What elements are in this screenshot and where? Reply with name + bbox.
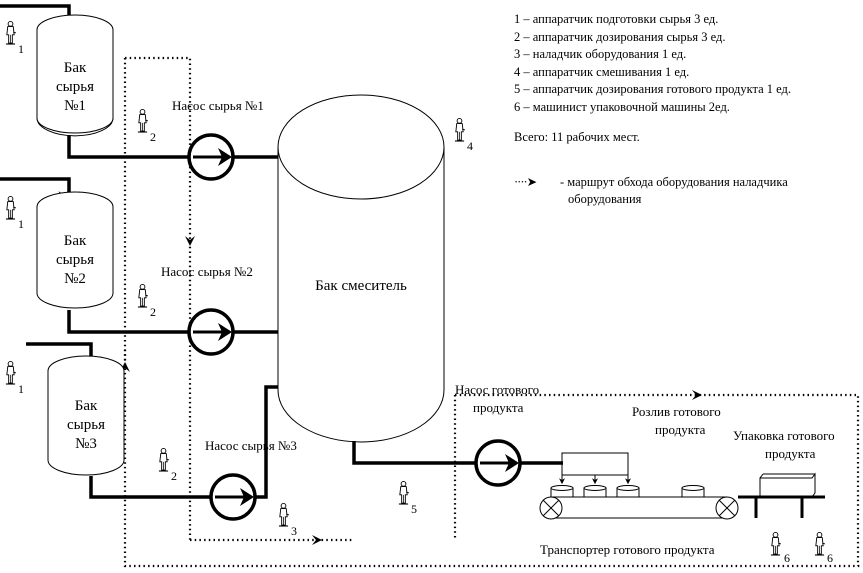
legend-item: 6 – машинист упаковочной машины 2ед. (514, 99, 730, 114)
raw-pump-2-label: Насос сырья №2 (161, 264, 253, 279)
worker-2b: 2 (137, 283, 156, 319)
route-arrow-icon (692, 390, 702, 400)
pipe-tank1-mixer (67, 135, 278, 159)
worker-1b: 1 (5, 195, 24, 231)
tank-2-label-1: Бак (64, 233, 87, 249)
roller-icon (539, 496, 563, 520)
worker-2c: 2 (158, 447, 177, 483)
worker-icon (5, 360, 16, 385)
pipe-tank2-mixer (67, 310, 278, 334)
svg-text:4: 4 (467, 139, 473, 153)
worker-icon (278, 502, 289, 527)
pipe-tank3-mixer (89, 385, 278, 499)
worker-4: 4 (454, 117, 473, 153)
worker-5: 5 (398, 480, 417, 516)
packing-label-2: продукта (765, 446, 816, 461)
tank-3-label-1: Бак (75, 398, 98, 414)
worker-2a: 2 (137, 108, 156, 144)
legend-item: 1 – аппаратчик подготовки сырья 3 ед. (514, 12, 719, 26)
legend-route-text-2: оборудования (568, 192, 642, 206)
product-pump (474, 439, 522, 487)
product-container (550, 485, 574, 498)
svg-text:5: 5 (411, 502, 417, 516)
filling-manifold (559, 452, 631, 485)
mixer-tank: Бак смеситель (277, 94, 445, 443)
filling-label-2: продукта (655, 422, 706, 437)
mixer-label: Бак смеситель (315, 278, 407, 294)
raw-tank-3: Бак сырья №3 (26, 342, 125, 476)
legend-total: Всего: 11 рабочих мест. (514, 130, 640, 144)
tank-1-label-2: сырья (56, 79, 94, 95)
flow-arrow-icon (218, 323, 232, 341)
svg-text:2: 2 (150, 130, 156, 144)
raw-tank-2: Бак сырья №2 (0, 177, 114, 309)
worker-icon (137, 283, 148, 308)
legend: 1 – аппаратчик подготовки сырья 3 ед. 2 … (514, 11, 791, 209)
svg-text:1: 1 (18, 42, 24, 56)
svg-text:2: 2 (171, 469, 177, 483)
svg-text:6: 6 (827, 551, 833, 565)
tank-2-label-3: №2 (64, 271, 86, 287)
worker-icon (454, 117, 465, 142)
pipe-mixer-filling (352, 441, 563, 465)
worker-6b: 6 (814, 531, 833, 565)
conveyor-label: Транспортер готового продукта (540, 542, 715, 557)
raw-pump-2 (187, 308, 235, 356)
legend-item: 2 – аппаратчик дозирования сырья 3 ед. (514, 29, 726, 44)
route-path (123, 56, 860, 568)
packing-table (738, 472, 825, 518)
worker-1c: 1 (5, 360, 24, 396)
route-arrow-icon: ····➤ (514, 174, 537, 189)
route-arrow-icon (185, 236, 195, 246)
tank-2-label-2: сырья (56, 252, 94, 268)
svg-text:3: 3 (291, 524, 297, 538)
packing-label-1: Упаковка готового (733, 428, 835, 443)
worker-6a: 6 (770, 531, 790, 565)
raw-pump-1-label: Насос сырья №1 (172, 98, 264, 113)
product-container (681, 485, 705, 498)
worker-1a: 1 (5, 20, 24, 56)
flow-arrow-icon (240, 488, 254, 506)
worker-icon (158, 447, 169, 472)
worker-icon (398, 480, 409, 505)
worker-3: 3 (278, 502, 297, 538)
legend-item: 5 – аппаратчик дозирования готового прод… (514, 82, 792, 96)
tank-3-label-3: №3 (75, 436, 97, 452)
svg-text:2: 2 (150, 305, 156, 319)
worker-icon (5, 20, 16, 45)
raw-tank-1: Бак сырья №1 (0, 4, 114, 137)
filling-label-1: Розлив готового (632, 404, 721, 419)
legend-item: 4 – аппаратчик смешивания 1 ед. (514, 64, 690, 79)
svg-text:1: 1 (18, 217, 24, 231)
conveyor (539, 496, 739, 520)
raw-pump-3 (209, 473, 257, 521)
legend-route: ····➤ - маршрут обхода оборудования нала… (514, 174, 791, 209)
route-arrow-icon (312, 535, 322, 545)
product-pump-label-2: продукта (473, 400, 524, 415)
svg-text:6: 6 (784, 551, 790, 565)
flow-arrow-icon (218, 148, 232, 166)
worker-icon (5, 195, 16, 220)
worker-icon (770, 531, 781, 556)
svg-text:1: 1 (18, 382, 24, 396)
legend-item: 3 – наладчик оборудования 1 ед. (514, 47, 687, 61)
product-pump-label-1: Насос готового (455, 382, 539, 397)
tank-1-label-3: №1 (64, 98, 86, 114)
raw-pump-1 (187, 133, 235, 181)
legend-route-text-1: - маршрут обхода оборудования наладчика (560, 174, 788, 189)
flow-arrow-icon (505, 454, 519, 472)
roller-icon (715, 496, 739, 520)
product-container (583, 485, 607, 498)
worker-icon (814, 531, 825, 556)
tank-3-label-2: сырья (67, 417, 105, 433)
tank-1-label-1: Бак (64, 60, 87, 76)
product-container (616, 485, 640, 498)
worker-icon (137, 108, 148, 133)
raw-pump-3-label: Насос сырья №3 (205, 438, 297, 453)
